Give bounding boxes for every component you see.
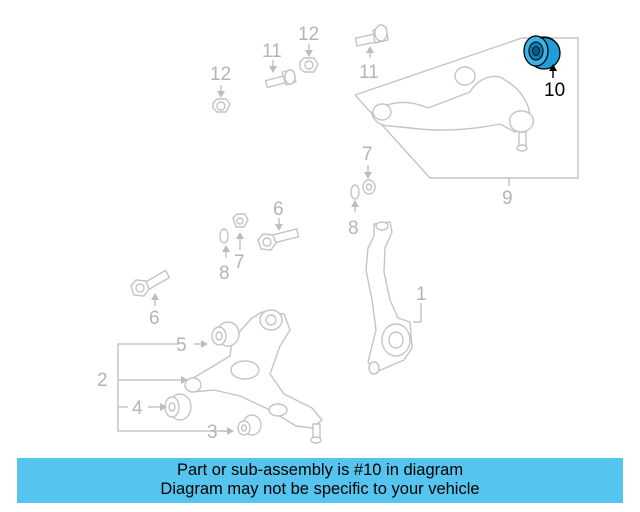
- callout-9[interactable]: 9: [502, 188, 513, 209]
- upper-control-arm[interactable]: [371, 66, 534, 152]
- steering-knuckle[interactable]: [365, 221, 413, 375]
- nut-part-12-upper[interactable]: [299, 57, 319, 73]
- washer-part-8-right[interactable]: [350, 184, 360, 200]
- callout-1[interactable]: 1: [416, 284, 427, 305]
- bolt-part-6-middle[interactable]: [257, 228, 300, 251]
- callout-3[interactable]: 3: [207, 422, 218, 443]
- leader-arrow-10: [549, 64, 557, 78]
- bushing-part-5[interactable]: [211, 321, 240, 347]
- nut-part-12-left[interactable]: [212, 98, 231, 113]
- bushing-part-3[interactable]: [237, 414, 262, 436]
- leader-arrow-11-upper: [366, 46, 374, 53]
- callout-8-right[interactable]: 8: [348, 218, 359, 239]
- washer-part-8-left[interactable]: [219, 228, 229, 244]
- bushing-part-4[interactable]: [164, 393, 192, 421]
- callout-6-middle[interactable]: 6: [273, 199, 284, 220]
- leader-arrow-12-upper: [305, 50, 313, 57]
- leader-arrow-8-right: [351, 200, 359, 207]
- callout-10[interactable]: 10: [544, 80, 565, 101]
- lower-control-arm[interactable]: [184, 309, 323, 444]
- callout-2[interactable]: 2: [97, 370, 108, 391]
- parts-diagram: 10 9 11 12 11 12 7 8: [97, 24, 579, 444]
- leader-arrow-6-middle: [275, 224, 283, 231]
- leader-arrow-6-left: [151, 293, 159, 300]
- callout-12-left[interactable]: 12: [210, 64, 231, 85]
- washer-part-7-left[interactable]: [232, 213, 249, 228]
- callout-7-right[interactable]: 7: [362, 144, 373, 165]
- bushing-part-10-highlighted[interactable]: [523, 35, 561, 70]
- banner-line-disclaimer: Diagram may not be specific to your vehi…: [160, 480, 480, 498]
- washer-part-7-right[interactable]: [362, 179, 376, 195]
- callout-12-upper[interactable]: 12: [298, 24, 319, 45]
- callout-8-left[interactable]: 8: [219, 263, 230, 284]
- leader-arrow-7-left: [236, 232, 244, 239]
- leader-arrow-7-right: [364, 172, 372, 179]
- leader-arrow-12-left: [217, 91, 225, 98]
- leader-arrow-11-left: [269, 66, 277, 73]
- banner-line-part-number: Part or sub-assembly is #10 in diagram: [176, 461, 464, 479]
- callout-5[interactable]: 5: [176, 335, 187, 356]
- callout-11-upper[interactable]: 11: [359, 62, 379, 83]
- callout-6-left[interactable]: 6: [149, 308, 160, 329]
- bolt-part-11-upper[interactable]: [354, 24, 389, 47]
- upper-arm-assembly-frame: [354, 37, 579, 179]
- bolt-part-6-left[interactable]: [130, 269, 171, 297]
- callout-11-left[interactable]: 11: [262, 41, 282, 62]
- leader-arrow-8-left: [222, 245, 230, 252]
- info-banner: Part or sub-assembly is #10 in diagram D…: [17, 458, 623, 503]
- callout-7-left[interactable]: 7: [234, 252, 245, 273]
- bolt-part-11-left[interactable]: [264, 69, 297, 89]
- callout-bracket-2-5: [117, 340, 234, 435]
- callout-4[interactable]: 4: [132, 398, 143, 419]
